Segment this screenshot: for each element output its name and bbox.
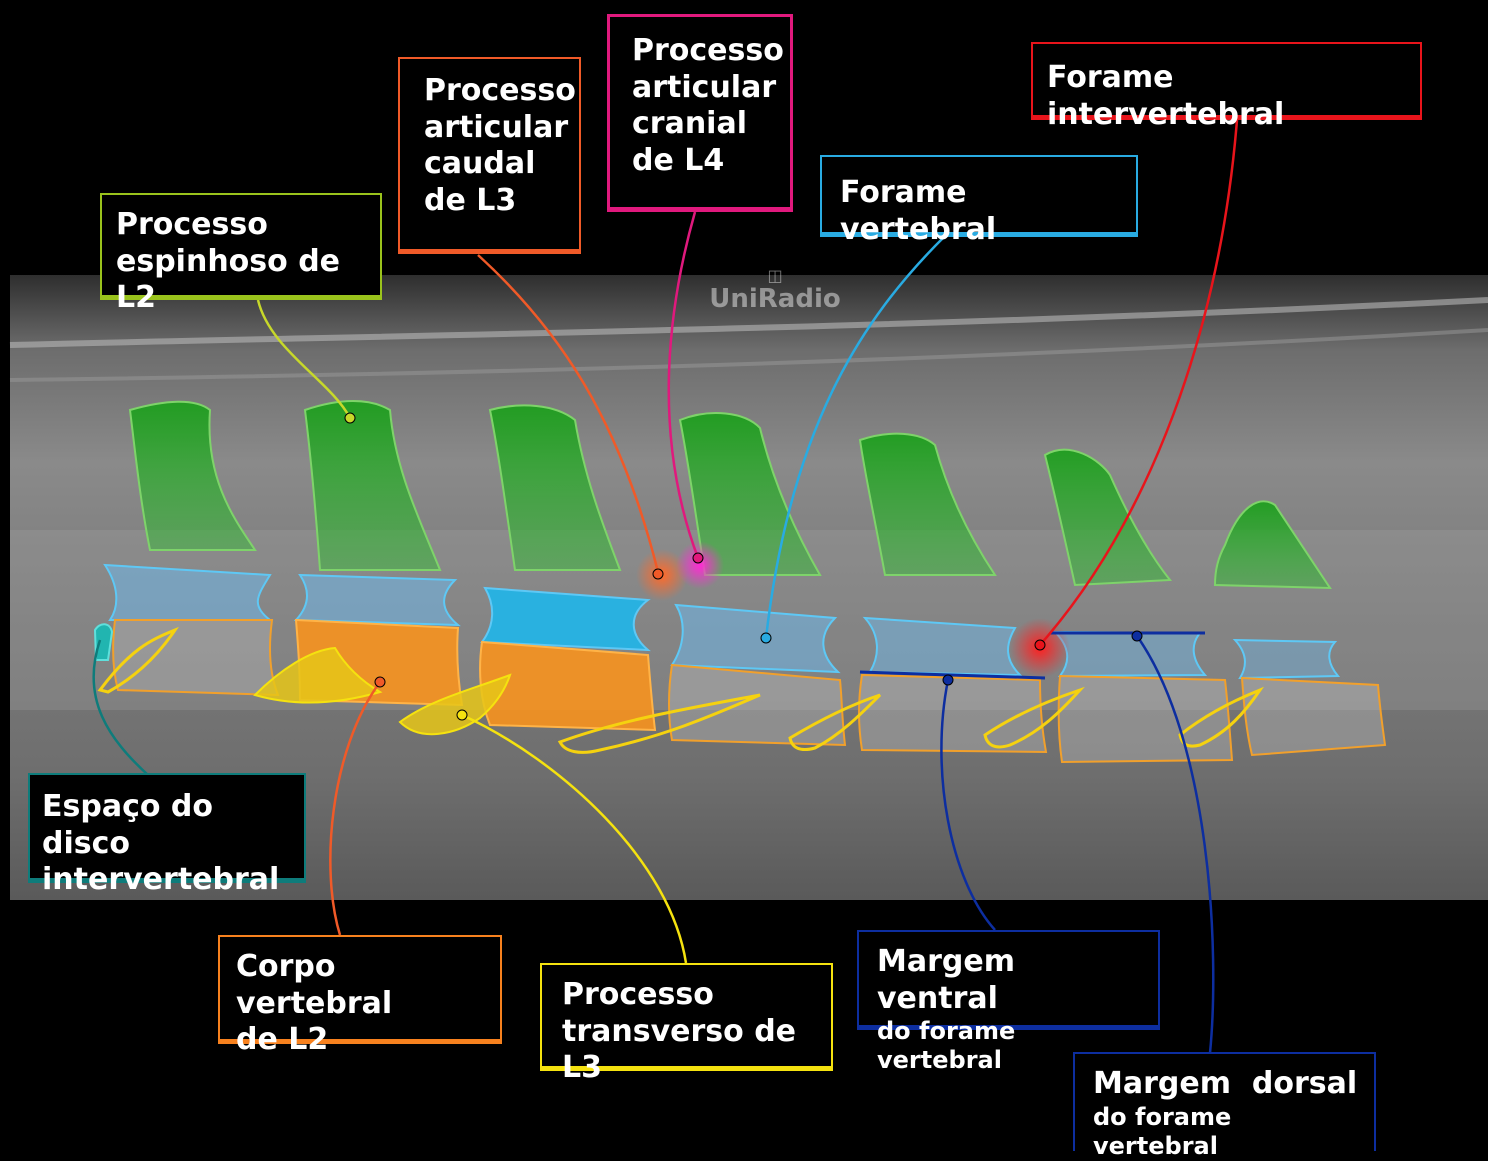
label-disco: Espaço do disco intervertebral (28, 773, 306, 883)
label-line: espinhoso de L2 (116, 244, 366, 317)
label-line: caudal (424, 146, 555, 183)
tv-icon: ◫ (700, 268, 850, 284)
dot-cranial (693, 553, 703, 563)
label-margem-ventral: Margem ventral do forame vertebral (857, 930, 1160, 1030)
vertebral-body (113, 620, 278, 695)
label-line: Espaço do disco (42, 789, 292, 862)
label-line: intervertebral (42, 862, 292, 899)
dot-transverso (457, 710, 467, 720)
vertebral-foramen-segment (1055, 632, 1205, 676)
label-title: Margem dorsal (1093, 1066, 1356, 1103)
label-line: cranial (632, 106, 768, 143)
vertebral-body (1059, 676, 1232, 762)
dot-corpo (375, 677, 385, 687)
vertebral-foramen-segment (865, 618, 1020, 675)
label-line: de L4 (632, 143, 768, 180)
dot-espinhoso (345, 413, 355, 423)
dot-forame-intervertebral (1035, 640, 1045, 650)
label-line: transverso de L3 (562, 1014, 811, 1087)
label-line: Processo (424, 73, 555, 110)
vertebral-body (1242, 678, 1385, 755)
label-espinhoso: Processo espinhoso de L2 (100, 193, 382, 300)
label-line: de L3 (424, 183, 555, 220)
label-line: Processo (562, 977, 811, 1014)
vertebral-foramen-segment (105, 565, 270, 620)
disc-space-marker (95, 624, 112, 660)
label-line: Forame intervertebral (1047, 60, 1406, 133)
label-line: articular (632, 70, 768, 107)
label-line: Forame vertebral (840, 175, 1118, 248)
label-line: Corpo vertebral (236, 949, 484, 1022)
dot-margem-ventral (943, 675, 953, 685)
label-line: articular (424, 110, 555, 147)
label-title: Margem ventral (877, 944, 1140, 1017)
label-cranial: Processo articular cranial de L4 (607, 14, 793, 212)
vertebral-foramen-segment (296, 575, 458, 625)
label-line: Processo (632, 33, 768, 70)
label-forame-vertebral: Forame vertebral (820, 155, 1138, 237)
dot-caudal (653, 569, 663, 579)
dot-forame-vertebral (761, 633, 771, 643)
dot-margem-dorsal (1132, 631, 1142, 641)
vertebral-foramen-segment (1235, 640, 1338, 678)
vertebral-foramen-segment (482, 588, 648, 650)
label-line: Processo (116, 207, 366, 244)
watermark-text: UniRadio (709, 284, 841, 314)
label-subtitle: do forame vertebral (1093, 1103, 1356, 1161)
label-caudal: Processo articular caudal de L3 (398, 57, 581, 254)
label-transverso: Processo transverso de L3 (540, 963, 833, 1071)
label-corpo: Corpo vertebral de L2 (218, 935, 502, 1044)
label-forame-intervertebral: Forame intervertebral (1031, 42, 1422, 120)
label-margem-dorsal: Margem dorsal do forame vertebral (1073, 1052, 1376, 1151)
watermark: ◫ UniRadio (700, 268, 850, 314)
cranial-articular-process-highlight (676, 541, 724, 589)
label-line: de L2 (236, 1022, 484, 1059)
